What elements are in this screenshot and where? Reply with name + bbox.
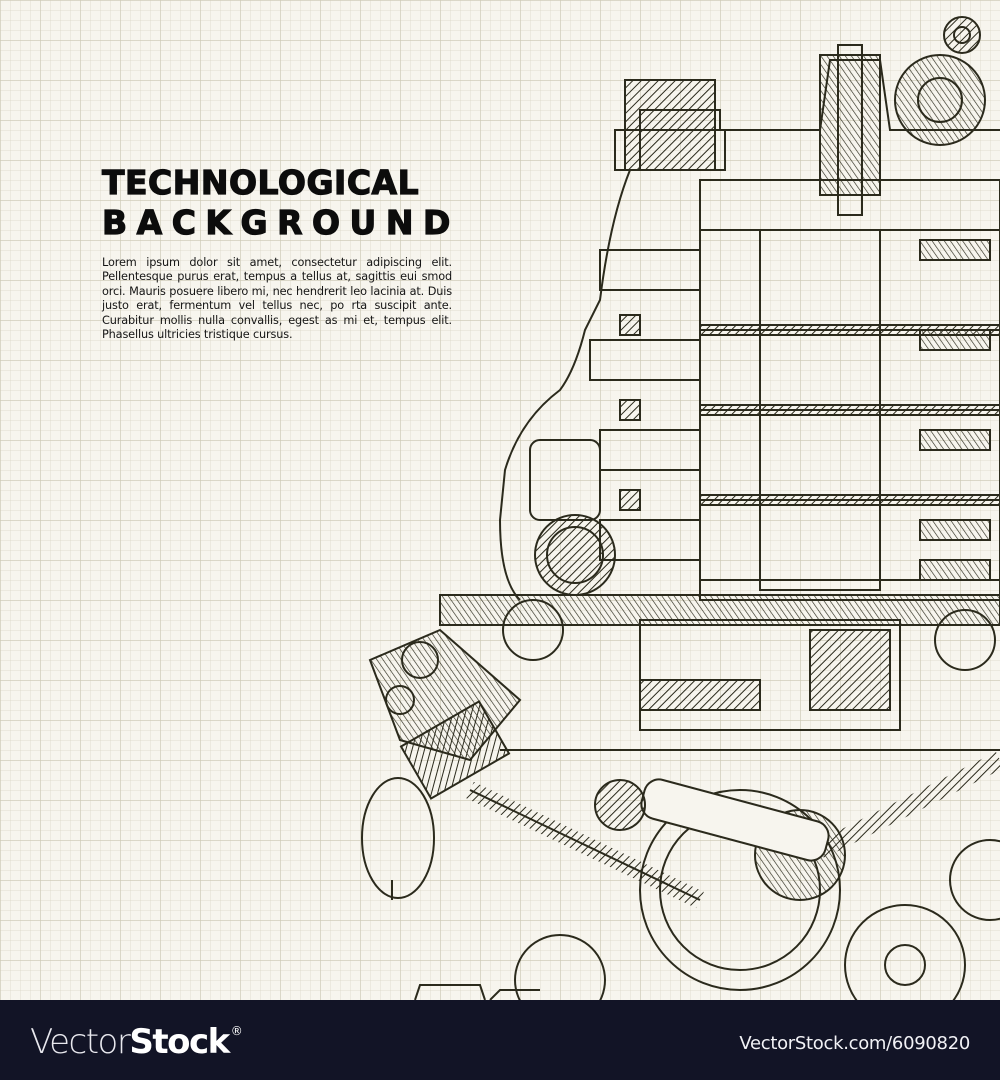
logo-text-bold: Stock [129,1022,230,1062]
title-line-2: BACKGROUND [101,202,460,242]
image-id-link[interactable]: VectorStock.com/6090820 [739,1033,970,1054]
title-line-1: TECHNOLOGICAL [101,162,420,202]
watermark-footer: VectorStock® VectorStock.com/6090820 [0,1000,1000,1080]
vectorstock-logo: VectorStock® [30,1022,243,1062]
title-block: TECHNOLOGICAL BACKGROUND [101,162,460,243]
lorem-ipsum-paragraph: Lorem ipsum dolor sit amet, consectetur … [102,256,452,342]
logo-text-light: Vector [30,1022,131,1062]
engine-drawing-illustration [361,16,1000,1000]
blueprint-artwork: TECHNOLOGICAL BACKGROUND Lorem ipsum dol… [0,0,1000,1000]
registered-mark-icon: ® [230,1024,243,1038]
